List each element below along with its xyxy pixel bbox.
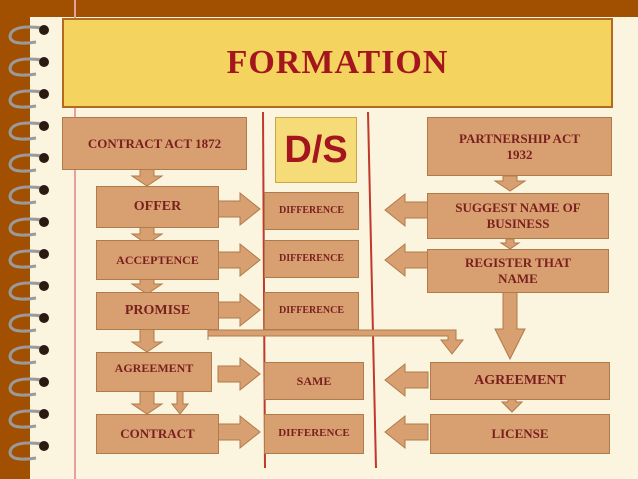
middle-difference-3: DIFFERENCE xyxy=(264,292,359,330)
right-step-register-name: REGISTER THAT NAME xyxy=(427,249,609,293)
divider-line-left xyxy=(262,111,266,469)
right-step-license: LICENSE xyxy=(430,414,610,454)
left-step-offer: OFFER xyxy=(96,186,219,228)
middle-difference-2: DIFFERENCE xyxy=(264,240,359,278)
left-step-contract: CONTRACT xyxy=(96,414,219,454)
right-step-suggest-name: SUGGEST NAME OF BUSINESS xyxy=(427,193,609,239)
right-header: PARTNERSHIP ACT 1932 xyxy=(427,117,612,176)
slide-title: FORMATION xyxy=(62,18,613,108)
left-step-promise: PROMISE xyxy=(96,292,219,330)
divider-line-right xyxy=(367,111,377,469)
middle-difference-1: DIFFERENCE xyxy=(264,192,359,230)
left-step-agreement: AGREEMENT xyxy=(96,352,212,392)
left-header: CONTRACT ACT 1872 xyxy=(62,117,247,170)
margin-line xyxy=(74,0,76,479)
page-top-band xyxy=(30,0,638,17)
ds-label: D/S xyxy=(275,117,357,183)
middle-difference-5: DIFFERENCE xyxy=(264,414,364,454)
left-step-acceptence: ACCEPTENCE xyxy=(96,240,219,280)
spiral-binding xyxy=(8,25,49,461)
middle-same: SAME xyxy=(264,362,364,400)
right-step-agreement: AGREEMENT xyxy=(430,362,610,400)
